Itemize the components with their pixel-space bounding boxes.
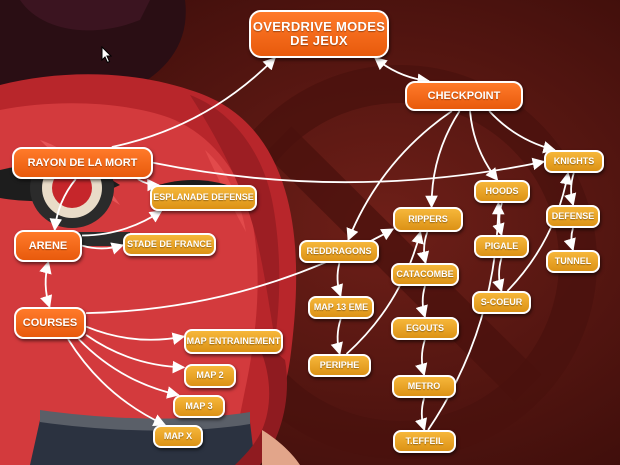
node-label: EGOUTS — [405, 322, 444, 333]
node-map-3[interactable]: MAP 3 — [173, 395, 225, 418]
node-hoods[interactable]: HOODS — [474, 180, 530, 203]
node-label: MAP X — [163, 430, 193, 441]
node-checkpoint[interactable]: CHECKPOINT — [405, 81, 523, 111]
mouse-cursor-icon — [101, 46, 113, 64]
node-map-entrainement[interactable]: MAP ENTRAINEMENT — [184, 329, 283, 354]
node-label: PIGALE — [484, 240, 519, 251]
node-stade-de-france[interactable]: STADE DE FRANCE — [123, 233, 216, 256]
node-label: ESPLANADE DEFENSE — [153, 192, 254, 203]
node-periphe[interactable]: PERIPHE — [308, 354, 371, 377]
node-label: RAYON DE LA MORT — [27, 156, 138, 169]
node-label: S-COEUR — [480, 296, 523, 307]
node-defense[interactable]: DEFENSE — [546, 205, 600, 228]
node-label: STADE DE FRANCE — [127, 238, 212, 249]
node-map-13-eme[interactable]: MAP 13 EME — [308, 296, 374, 319]
node-label: PERIPHE — [319, 359, 360, 370]
node-label: MAP ENTRAINEMENT — [186, 335, 281, 346]
node-catacombe[interactable]: CATACOMBE — [391, 263, 459, 286]
node-pigale[interactable]: PIGALE — [474, 235, 529, 258]
node-t-effeil[interactable]: T.EFFEIL — [393, 430, 456, 453]
node-map-2[interactable]: MAP 2 — [184, 364, 236, 388]
node-knights[interactable]: KNIGHTS — [544, 150, 604, 173]
node-label: ARENE — [28, 239, 68, 252]
node-courses[interactable]: COURSES — [14, 307, 86, 339]
node-arene[interactable]: ARENE — [14, 230, 82, 262]
node-tunnel[interactable]: TUNNEL — [546, 250, 600, 273]
node-s-coeur[interactable]: S-COEUR — [472, 291, 531, 314]
node-label: KNIGHTS — [553, 155, 595, 166]
node-reddragons[interactable]: REDDRAGONS — [299, 240, 379, 263]
node-label: HOODS — [485, 185, 519, 196]
node-label: CHECKPOINT — [427, 89, 501, 102]
node-label: MAP 3 — [185, 400, 213, 411]
node-overdrive[interactable]: OVERDRIVE MODES DE JEUX — [249, 10, 389, 58]
node-map-x[interactable]: MAP X — [153, 425, 203, 448]
node-label: DEFENSE — [551, 210, 595, 221]
node-label: CATACOMBE — [396, 268, 454, 279]
node-rayon-de-la-mort[interactable]: RAYON DE LA MORT — [12, 147, 153, 179]
node-label: MAP 13 EME — [313, 301, 369, 312]
node-rippers[interactable]: RIPPERS — [393, 207, 463, 232]
node-label: T.EFFEIL — [405, 435, 444, 446]
node-label: RIPPERS — [408, 213, 448, 224]
node-label: OVERDRIVE MODES DE JEUX — [252, 18, 386, 48]
node-label: REDDRAGONS — [306, 245, 372, 256]
node-metro[interactable]: METRO — [392, 375, 456, 398]
node-label: METRO — [407, 380, 441, 391]
node-label: COURSES — [22, 316, 78, 329]
node-esplanade-defense[interactable]: ESPLANADE DEFENSE — [150, 185, 257, 211]
node-label: MAP 2 — [196, 370, 224, 381]
node-egouts[interactable]: EGOUTS — [391, 317, 459, 340]
node-label: TUNNEL — [554, 255, 592, 266]
